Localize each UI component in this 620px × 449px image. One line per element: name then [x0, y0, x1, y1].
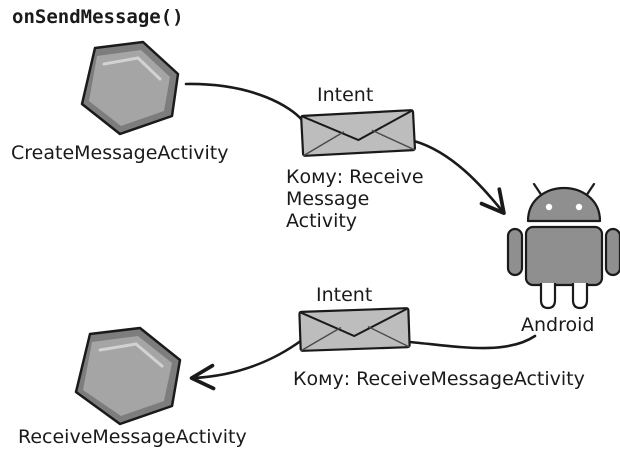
incoming-intent-label: Intent	[316, 284, 373, 306]
create-activity-hexagon-icon	[80, 40, 180, 136]
outgoing-intent-arrow	[184, 82, 503, 212]
incoming-intent-arrow	[193, 334, 537, 378]
method-call-label: onSendMessage()	[12, 6, 184, 28]
sender-activity-label: CreateMessageActivity	[11, 142, 229, 164]
outgoing-intent-recipient-line-3: Activity	[286, 210, 358, 232]
incoming-intent-recipient-label: Кому: ReceiveMessageActivity	[293, 368, 585, 390]
receive-activity-hexagon-icon	[74, 326, 182, 426]
outgoing-intent-label: Intent	[317, 84, 374, 106]
android-system-label: Android	[521, 314, 595, 336]
outgoing-intent-envelope-icon	[300, 109, 417, 157]
receiver-activity-label: ReceiveMessageActivity	[18, 426, 247, 448]
outgoing-intent-recipient-line-1: Кому: Receive	[286, 166, 424, 188]
incoming-intent-envelope-icon	[298, 307, 411, 352]
android-robot-icon	[506, 182, 620, 310]
outgoing-intent-recipient-line-2: Message	[286, 188, 370, 210]
